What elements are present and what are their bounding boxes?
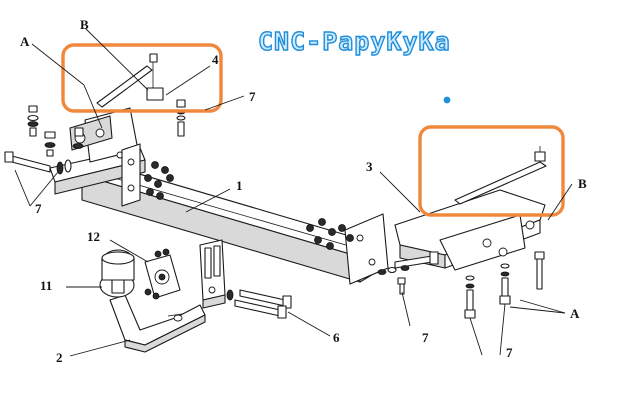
highlight-box-top xyxy=(61,43,223,113)
left-mount-plate xyxy=(121,143,141,207)
hardware-right-vertical xyxy=(464,251,545,319)
label-2: 2 xyxy=(56,350,63,365)
right-mount-plate xyxy=(344,213,389,285)
pin-bolts xyxy=(226,289,292,319)
label-11: 11 xyxy=(40,278,52,293)
hardware-top-right-of-left xyxy=(176,99,186,137)
label-a-right: A xyxy=(570,306,580,321)
label-7-top: 7 xyxy=(249,89,256,104)
hardware-bolts-right-center xyxy=(377,251,439,295)
label-7-mid: 7 xyxy=(422,330,429,345)
label-b-top: B xyxy=(80,17,89,32)
tow-ball xyxy=(99,249,135,298)
leader-lines xyxy=(14,28,573,357)
hardware-nuts-center-right xyxy=(306,218,354,250)
strap-right xyxy=(454,146,547,205)
right-side-bracket xyxy=(394,189,546,271)
receiver-bracket xyxy=(199,239,226,309)
label-12: 12 xyxy=(87,229,100,244)
label-b-right: B xyxy=(578,176,587,191)
label-7-bottom: 7 xyxy=(506,345,513,360)
watermark-text: CNC-PapyKyKa xyxy=(258,27,451,56)
hardware-left-stack xyxy=(4,105,84,175)
label-1: 1 xyxy=(236,178,243,193)
blue-dot xyxy=(443,96,451,104)
strap-top xyxy=(96,53,164,108)
label-4: 4 xyxy=(212,52,219,67)
ball-mount xyxy=(109,294,206,353)
label-7-left: 7 xyxy=(35,201,42,216)
highlight-box-right xyxy=(418,125,565,217)
socket-plate xyxy=(144,248,181,300)
hardware-nuts-center-left xyxy=(144,161,174,200)
label-3: 3 xyxy=(366,159,373,174)
label-a-top: A xyxy=(20,34,30,49)
label-6: 6 xyxy=(333,330,340,345)
